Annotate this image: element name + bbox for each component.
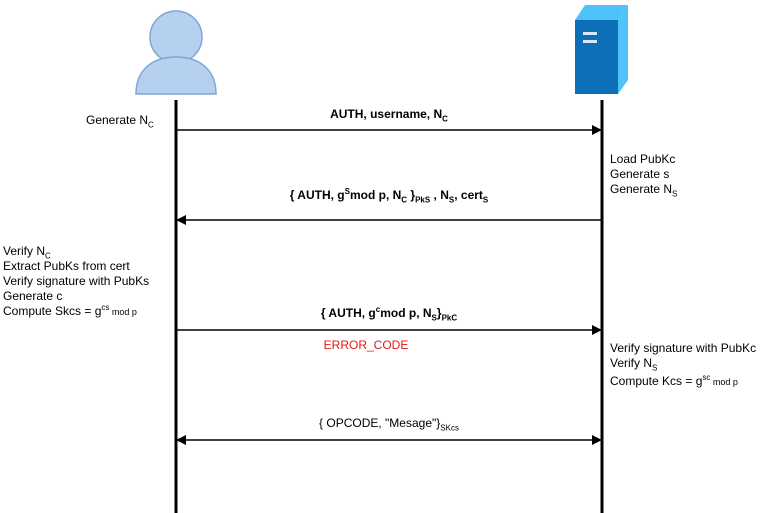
server-load-line: Generate s [610, 167, 670, 181]
server-load-line: Load PubKc [610, 152, 676, 166]
client-verify-line: Extract PubKs from cert [3, 259, 130, 273]
message-1-label: AUTH, username, NC [330, 107, 448, 124]
server-verify-line: Compute Kcs = gsc mod p [610, 373, 738, 389]
client-verify-line: Generate c [3, 289, 63, 303]
server-verify-line: Verify signature with PubKc [610, 341, 757, 355]
client-verify-line: Verify NC [3, 244, 51, 261]
server-load-note: Load PubKc Generate s Generate NS [610, 152, 678, 199]
client-generate-note: Generate NC [86, 113, 154, 130]
error-code-label: ERROR_CODE [323, 338, 409, 352]
message-3-label: { AUTH, gcmod p, NS}PkC [320, 305, 458, 323]
message-2-label: { AUTH, gSmod p, NC }PkS , NS, certS [289, 187, 489, 205]
server-load-line: Generate NS [610, 182, 678, 199]
user-icon [135, 10, 217, 95]
client-verify-note: Verify NC Extract PubKs from cert Verify… [3, 244, 149, 319]
client-verify-line: Verify signature with PubKs [3, 274, 150, 288]
server-icon [575, 5, 628, 94]
client-verify-line: Compute Skcs = gcs mod p [3, 303, 137, 319]
server-verify-note: Verify signature with PubKc Verify NS Co… [610, 341, 756, 389]
message-4-label: { OPCODE, "Mesage"}SKcs [319, 416, 459, 433]
server-verify-line: Verify NS [610, 356, 658, 373]
